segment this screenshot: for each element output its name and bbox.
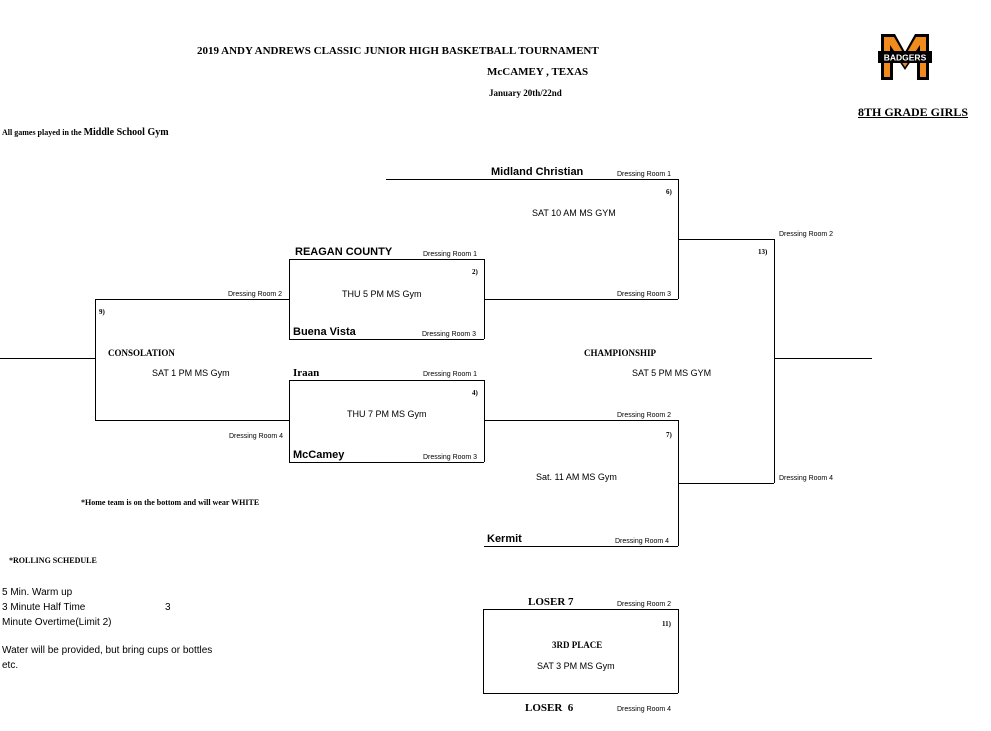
water-note-line2: etc.	[2, 660, 19, 671]
game13-right-line	[774, 239, 775, 483]
game6-bottom-room: Dressing Room 3	[617, 291, 672, 298]
game9-winner-line	[0, 358, 95, 359]
game4-number: 4)	[472, 389, 478, 397]
halftime-number: 3	[165, 602, 171, 613]
warmup-note: 5 Min. Warm up	[2, 587, 73, 598]
game11-right-line	[678, 609, 679, 693]
game11-number: 11)	[662, 620, 671, 628]
game4-bottom-team: McCamey	[293, 449, 345, 461]
game7-top-room: Dressing Room 2	[617, 412, 672, 419]
game4-top-room: Dressing Room 1	[423, 371, 478, 378]
game7-bottom-line	[484, 546, 678, 547]
game13-number: 13)	[758, 248, 768, 256]
game2-top-team: REAGAN COUNTY	[295, 246, 393, 258]
game9-number: 9)	[99, 308, 105, 316]
water-note-line1: Water will be provided, but bring cups o…	[2, 645, 213, 656]
game11-bottom-team: LOSER 6	[525, 702, 574, 714]
game7-number: 7)	[666, 431, 672, 439]
game11-left-line	[483, 609, 484, 693]
venue-note-prefix: All games played in the	[2, 128, 82, 137]
game11-time: SAT 3 PM MS Gym	[537, 661, 615, 671]
game13-top-room: Dressing Room 2	[779, 231, 834, 238]
game2-bottom-line	[289, 339, 484, 340]
game7-bottom-team: Kermit	[487, 533, 522, 545]
game4-bottom-room: Dressing Room 3	[423, 454, 478, 461]
tournament-title: 2019 ANDY ANDREWS CLASSIC JUNIOR HIGH BA…	[197, 45, 599, 57]
game2-top-room: Dressing Room 1	[423, 251, 478, 258]
game7-time: Sat. 11 AM MS Gym	[536, 472, 617, 482]
home-team-note: *Home team is on the bottom and will wea…	[81, 498, 260, 507]
game6-top-line	[386, 179, 678, 180]
game11-top-line	[483, 609, 678, 610]
game4-left-line	[289, 380, 290, 462]
game6-top-team: Midland Christian	[491, 166, 584, 178]
game2-bottom-team: Buena Vista	[293, 326, 356, 338]
game9-left-line	[95, 299, 96, 420]
game9-bottom-room: Dressing Room 4	[229, 433, 284, 440]
game4-top-team: Iraan	[293, 367, 320, 379]
game11-top-room: Dressing Room 2	[617, 601, 672, 608]
game13-time: SAT 5 PM MS GYM	[632, 368, 712, 378]
game2-top-line	[289, 259, 484, 260]
game9-time: SAT 1 PM MS Gym	[152, 368, 230, 378]
game7-top-line	[484, 420, 678, 421]
division-label: 8TH GRADE GIRLS	[858, 105, 969, 119]
badgers-logo: BADGERS	[877, 30, 933, 84]
rolling-schedule-title: *ROLLING SCHEDULE	[9, 556, 97, 565]
game9-top-line	[95, 299, 289, 300]
game6-top-room: Dressing Room 1	[617, 171, 672, 178]
game6-number: 6)	[666, 188, 672, 196]
game13-bottom-room: Dressing Room 4	[779, 475, 834, 482]
overtime-note: Minute Overtime(Limit 2)	[2, 617, 112, 628]
game4-bottom-line	[289, 462, 484, 463]
game2-left-line	[289, 259, 290, 339]
game9-label: CONSOLATION	[108, 348, 175, 358]
game4-top-line	[289, 380, 484, 381]
game2-bottom-room: Dressing Room 3	[422, 331, 477, 338]
game11-bottom-room: Dressing Room 4	[617, 706, 672, 713]
game2-time: THU 5 PM MS Gym	[342, 289, 422, 299]
game2-number: 2)	[472, 268, 478, 276]
game6-time: SAT 10 AM MS GYM	[532, 208, 616, 218]
game11-label: 3RD PLACE	[552, 640, 603, 650]
tournament-location: McCAMEY , TEXAS	[487, 66, 589, 78]
game9-top-room: Dressing Room 2	[228, 291, 283, 298]
game4-time: THU 7 PM MS Gym	[347, 409, 427, 419]
venue-note-venue: Middle School Gym	[83, 127, 169, 138]
logo-text: BADGERS	[884, 53, 927, 63]
tournament-dates: January 20th/22nd	[489, 88, 562, 98]
game13-label: CHAMPIONSHIP	[584, 348, 656, 358]
game9-bottom-line	[95, 420, 289, 421]
game11-top-team: LOSER 7	[528, 596, 574, 608]
game13-bottom-line	[678, 483, 774, 484]
halftime-note: 3 Minute Half Time	[2, 602, 86, 613]
game11-bottom-line	[483, 693, 678, 694]
game2-right-line	[484, 259, 485, 339]
venue-note: All games played in the Middle School Gy…	[2, 128, 169, 138]
game7-bottom-room: Dressing Room 4	[615, 538, 670, 545]
game4-right-line	[484, 380, 485, 462]
game13-top-line	[678, 239, 774, 240]
game6-bottom-line	[484, 299, 678, 300]
game13-winner-line	[774, 358, 872, 359]
